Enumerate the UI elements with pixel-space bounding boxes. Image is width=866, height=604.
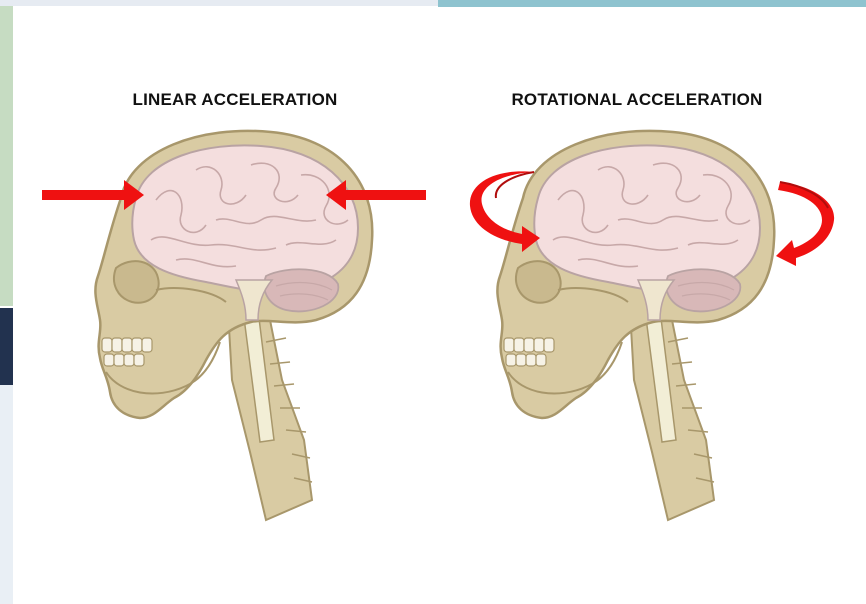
top-left-bar [0, 0, 438, 6]
linear-acceleration-panel: LINEAR ACCELERATION [36, 80, 434, 540]
rotational-acceleration-panel: ROTATIONAL ACCELERATION [438, 80, 836, 540]
left-pale-strip [0, 385, 13, 604]
left-green-strip [0, 6, 13, 306]
linear-head-illustration [36, 80, 434, 540]
top-right-accent-bar [438, 0, 866, 7]
rotational-head-illustration [438, 80, 836, 540]
left-navy-strip [0, 308, 13, 385]
